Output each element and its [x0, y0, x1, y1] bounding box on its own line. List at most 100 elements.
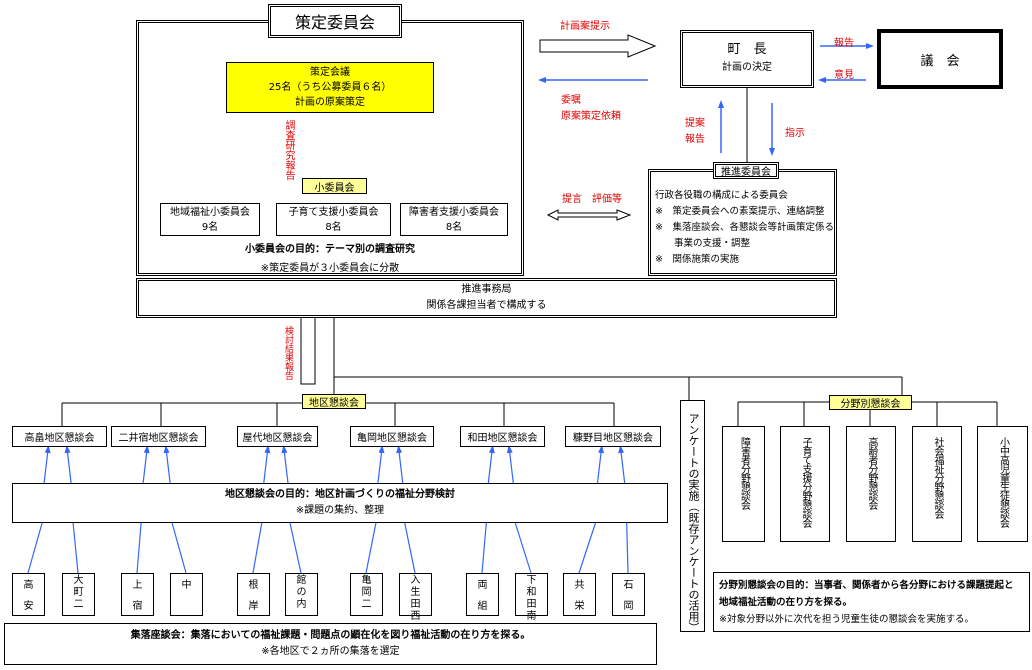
proposal-label-line2: 報告 [685, 134, 705, 145]
secretariat-desc: 関係各課担当者で構成する [426, 300, 547, 311]
subcommittee-note: ※策定委員が３小委員会に分散 [260, 263, 400, 274]
field-meetings-label: 分野別懇談会 [829, 395, 912, 410]
promotion-committee-line: ※ 集落座談会、各懇談会等計画策定係る [655, 222, 834, 233]
mayor-box: 町 長 計画の決定 [680, 30, 814, 88]
instruction-label: 指示 [785, 128, 805, 139]
purpose-to-district-arrow [487, 445, 495, 484]
subcommittee-label: 小委員会 [302, 178, 367, 194]
purpose-to-district-arrow [142, 445, 150, 484]
village-name: 共栄 [574, 580, 585, 612]
promotion-committee-title-text: 推進委員会 [721, 167, 771, 178]
village-to-purpose-line [626, 522, 629, 574]
purpose-to-district-arrow [43, 445, 51, 484]
strategy-council: 策定会議 25名（うち公募委員６名） 計画の原案策定 [226, 62, 434, 113]
promotion-committee-line: ※ 策定委員会への素案提示、連絡調整 [655, 206, 825, 217]
promotion-committee-title: 推進委員会 [713, 162, 779, 179]
purpose-to-district-arrow [396, 445, 404, 484]
village-box: 石岡 [612, 573, 645, 616]
village-box: 根岸 [237, 573, 270, 616]
village-box: 共栄 [563, 573, 596, 616]
research-report-label: 調査研究報告 [283, 120, 294, 180]
subcommittee-box: 障害者支援小委員会 8名 [400, 203, 508, 236]
strategy-committee-frame [136, 20, 524, 276]
subcommittee-name: 障害者支援小委員会 [409, 206, 499, 218]
field-meeting-name: 障害者分野懇談会 [738, 437, 750, 509]
proposal-report-label: 提案 報告 [685, 116, 705, 148]
district-name: 糠野目地区懇談会 [573, 433, 653, 444]
field-meeting-box: 小中高児童生徒懇談会 [977, 426, 1028, 542]
village-purpose: 集落座談会：集落においての福祉課題・問題点の顕在化を図り福祉活動の在り方を探る。 [130, 630, 531, 641]
subcommittee-label-text: 小委員会 [314, 182, 355, 194]
village-box: 中 [170, 573, 203, 616]
field-meeting-name: 子育て支援分野懇談会 [800, 437, 811, 527]
village-box: 高安 [12, 573, 45, 616]
district-meetings-label-text: 地区懇談会 [309, 398, 359, 409]
commission-label-line2: 原案策定依頼 [561, 111, 621, 122]
village-name: 石岡 [623, 580, 634, 612]
promotion-committee-line: 事業の支援・調整 [655, 238, 751, 249]
subcommittee-name: 地域福祉小委員会 [170, 206, 250, 218]
district-name: 高畠地区懇談会 [24, 433, 95, 444]
village-to-purpose-line [289, 522, 302, 574]
council-members: 25名（うち公募委員６名） [268, 82, 392, 93]
village-to-purpose-line [136, 522, 142, 574]
promotion-committee-line: 行政各役職の構成による委員会 [655, 190, 788, 201]
field-purpose-line1: 分野別懇談会の目的：当事者、関係者から各分野における課題提起と [719, 580, 1014, 591]
strategy-committee-title-text: 策定委員会 [294, 13, 375, 32]
assembly-title: 議 会 [920, 53, 960, 69]
village-meetings-box: 集落座談会：集落においての福祉課題・問題点の顕在化を図り福祉活動の在り方を探る。… [4, 623, 657, 665]
field-meetings-label-text: 分野別懇談会 [840, 399, 901, 410]
report-label: 報告 [834, 38, 854, 49]
commission-label-line1: 委嘱 [561, 95, 581, 106]
promotion-committee-box: 行政各役職の構成による委員会 ※ 策定委員会への素案提示、連絡調整 ※ 集落座談会、… [648, 169, 837, 276]
proposal-label-line1: 提案 [685, 118, 705, 129]
council-title: 策定会議 [310, 67, 350, 78]
survey-box: アンケートの実施（既存アンケートの活用） [680, 400, 705, 633]
village-name: 上宿 [132, 580, 143, 612]
village-name: 両組 [477, 580, 488, 612]
mayor-title: 町 長 [727, 42, 767, 57]
district-purpose: 地区懇談会の目的：地区計画づくりの福祉分野検討 [225, 489, 455, 500]
district-purpose-box: 地区懇談会の目的：地区計画づくりの福祉分野検討 ※課題の集約、整理 [12, 483, 668, 523]
village-name: 館の内 [296, 575, 307, 610]
village-to-purpose-line [514, 522, 532, 574]
commission-label: 委嘱 原案策定依頼 [561, 93, 621, 125]
village-name: 根岸 [248, 580, 259, 612]
field-note: ※対象分野以外に次代を担う児童生徒の懇談会を実施する。 [719, 614, 974, 625]
district-name: 二井宿地区懇談会 [118, 433, 199, 444]
purpose-to-district-arrow [64, 445, 72, 484]
district-box: 糠野目地区懇談会 [565, 426, 661, 447]
study-result-label: 検討結果報告 [283, 326, 293, 380]
district-box: 二井宿地区懇談会 [111, 426, 206, 447]
purpose-to-district-arrow [377, 445, 385, 484]
village-to-purpose-line [578, 522, 597, 574]
district-box: 和田地区懇談会 [460, 426, 545, 447]
subcommittee-count: 8名 [445, 221, 463, 233]
field-purpose-box: 分野別懇談会の目的：当事者、関係者から各分野における課題提起と 地域福祉活動の在… [713, 572, 1030, 632]
purpose-to-district-arrow [596, 445, 604, 484]
purpose-to-district-arrow [506, 445, 514, 484]
purpose-to-district-arrow [618, 445, 626, 484]
village-to-purpose-line [252, 522, 263, 574]
plan-proposal-label: 計画案提示 [560, 21, 610, 32]
secretariat-title: 推進事務局 [461, 284, 512, 295]
secretariat-box: 推進事務局 関係各課担当者で構成する [136, 278, 837, 318]
assembly-box: 議 会 [877, 29, 1003, 89]
survey-label: アンケートの実施（既存アンケートの活用） [687, 413, 700, 633]
field-purpose-line2: 地域福祉活動の在り方を探る。 [719, 597, 853, 608]
subcommittee-name: 子育て支援小委員会 [288, 206, 379, 218]
district-note: ※課題の集約、整理 [295, 505, 385, 516]
mayor-role: 計画の決定 [722, 62, 772, 73]
village-to-purpose-line [72, 522, 79, 574]
district-name: 和田地区懇談会 [467, 433, 538, 444]
field-meeting-box: 高齢者分野懇談会 [846, 426, 896, 542]
district-box: 屋代地区懇談会 [237, 426, 318, 447]
promotion-committee-line: ※ 関係施策の実施 [655, 254, 739, 265]
district-box: 亀岡地区懇談会 [350, 426, 434, 447]
village-name: 大町二 [73, 575, 84, 610]
village-arrows [27, 445, 629, 574]
district-name: 亀岡地区懇談会 [357, 433, 427, 444]
village-box: 両組 [466, 573, 499, 616]
